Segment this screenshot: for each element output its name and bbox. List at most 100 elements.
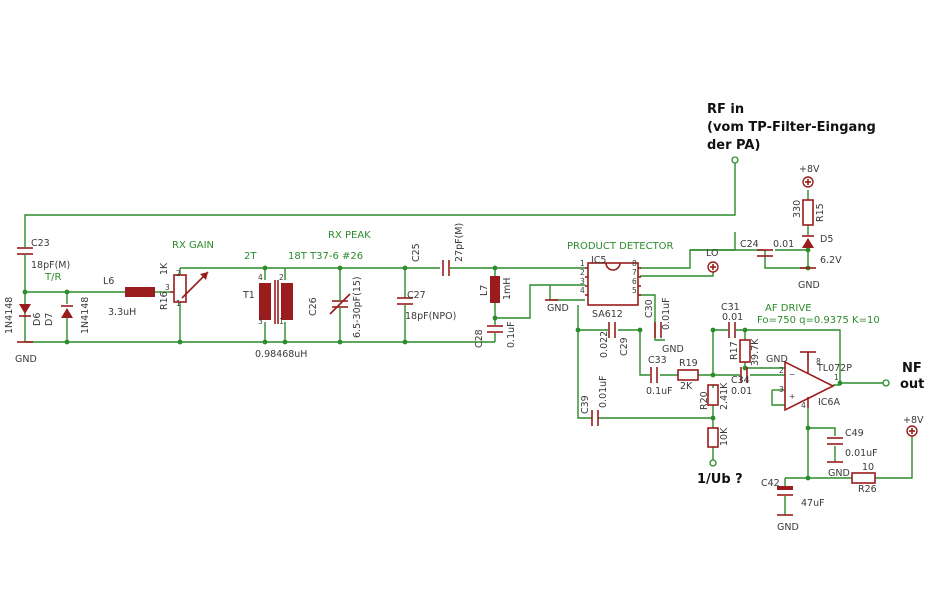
potentiometer-r16 <box>170 271 209 303</box>
c23-value: 18pF(M) <box>31 260 70 271</box>
nf-label: NF <box>902 361 922 376</box>
gnd-label-c49: GND <box>828 468 850 479</box>
d6-value: 1N4148 <box>4 297 15 334</box>
ic5-pin5: 5 <box>632 286 637 295</box>
gnd-label-ic5: GND <box>547 303 569 314</box>
rf-in-label-2: (vom TP-Filter-Eingang <box>707 120 876 135</box>
plus8v-bottom-label: +8V <box>903 415 924 426</box>
d6-label: D6 <box>32 313 43 326</box>
l7-label: L7 <box>479 285 490 296</box>
l7-value: 1mH <box>502 278 513 300</box>
lo-label: LO <box>706 248 718 259</box>
ic5-pin4: 4 <box>580 286 585 295</box>
d7-value: 1N4148 <box>80 297 91 334</box>
resistor-r15 <box>802 199 814 226</box>
resistor-10k <box>707 427 719 448</box>
ub-terminal <box>709 459 717 467</box>
rf-in-label-3: der PA) <box>707 138 760 153</box>
d5-value: 6.2V <box>820 255 842 266</box>
c49-label: C49 <box>845 428 864 439</box>
gnd-label-opamp: GND <box>766 354 788 365</box>
c31-value: 0.01 <box>722 312 743 323</box>
c25-value: 27pF(M) <box>454 223 465 262</box>
capacitor-c33 <box>650 367 658 383</box>
c34-value: 0.01 <box>731 386 752 397</box>
diode-d7 <box>61 292 73 342</box>
rx-gain-label: RX GAIN <box>172 240 214 251</box>
t1-pin2: 2 <box>279 273 284 282</box>
r17-value: 39.7K <box>750 338 761 366</box>
r20-value: 2.41K <box>719 382 730 410</box>
ic6-value: TL072P <box>816 363 852 374</box>
r26-value: 10 <box>862 462 874 473</box>
capacitor-c39 <box>591 410 599 426</box>
transformer-t1 <box>259 280 293 324</box>
c42-label: C42 <box>761 478 780 489</box>
c26-value: 6.5-30pF(15) <box>352 276 363 338</box>
two-t-label: 2T <box>244 251 257 262</box>
capacitor-c26 <box>329 293 351 315</box>
zener-d5 <box>802 235 814 248</box>
capacitor-c29 <box>608 322 616 338</box>
c39-label: C39 <box>580 395 591 414</box>
ic6-label: IC6A <box>818 397 840 408</box>
capacitor-c25 <box>442 260 450 276</box>
ic5-label: IC5 <box>591 255 606 266</box>
capacitor-c24 <box>757 249 773 257</box>
lo-terminal <box>707 261 719 273</box>
c49-value: 0.01uF <box>845 448 878 459</box>
capacitor-c49 <box>827 437 843 445</box>
nf-out-label: out <box>900 377 924 392</box>
capacitor-c28 <box>487 325 503 333</box>
r16-pin3: 3 <box>165 283 170 292</box>
r26-label: R26 <box>858 484 877 495</box>
capacitor-c42 <box>777 486 793 496</box>
r16-value: 1K <box>159 262 170 275</box>
resistor-r26 <box>851 472 876 484</box>
c34-label: C34 <box>731 375 750 386</box>
ic5-pin3: 3 <box>580 277 585 286</box>
tr-label: T/R <box>44 272 61 283</box>
wires <box>24 162 913 515</box>
r17-label: R17 <box>729 341 740 360</box>
inductor-l6 <box>125 287 155 297</box>
c25-label: C25 <box>411 243 422 262</box>
capacitor-c27 <box>397 297 413 305</box>
capacitor-c30 <box>654 322 662 338</box>
c30-label: C30 <box>644 299 655 318</box>
c31-label: C31 <box>721 302 740 313</box>
l6-label: L6 <box>103 276 114 287</box>
labels: RF in (vom TP-Filter-Eingang der PA) NF … <box>4 102 924 533</box>
opamp-plus: + <box>789 392 795 401</box>
r16-pin2: 2 <box>176 269 181 278</box>
r15-label: R15 <box>815 203 826 222</box>
r19-value: 2K <box>680 381 693 392</box>
ub-label: 1/Ub ? <box>697 472 743 487</box>
diode-d6 <box>19 304 31 317</box>
opamp-pin2: 2 <box>779 366 784 375</box>
c28-value: 0.1uF <box>506 321 517 348</box>
plus8v-top-label: +8V <box>799 164 820 175</box>
nf-out-terminal <box>882 379 890 387</box>
r19-label: R19 <box>679 358 698 369</box>
af-drive-label: AF DRIVE <box>765 303 812 314</box>
opamp-minus: − <box>789 370 795 379</box>
ic5-pin1: 1 <box>580 259 585 268</box>
ic5-pin6: 6 <box>632 277 637 286</box>
d5-label: D5 <box>820 234 833 245</box>
af-drive-params: Fo=750 q=0.9375 K=10 <box>757 315 880 326</box>
t1-label: T1 <box>242 290 255 301</box>
gnd-label-c30: GND <box>662 344 684 355</box>
c29-label: C29 <box>619 337 630 356</box>
c39-value: 0.01uF <box>598 375 609 408</box>
r15-value: 330 <box>792 200 803 218</box>
capacitor-c31 <box>728 322 736 338</box>
t1-pin4: 4 <box>258 273 263 282</box>
r16-pin1: 1 <box>176 299 181 308</box>
t1-pin1: 1 <box>279 317 284 326</box>
t1-value: 0.98468uH <box>255 349 307 360</box>
capacitor-c34 <box>740 367 748 383</box>
l6-value: 3.3uH <box>108 307 136 318</box>
opamp-pin1: 1 <box>834 373 839 382</box>
opamp-ic6a <box>784 352 835 412</box>
